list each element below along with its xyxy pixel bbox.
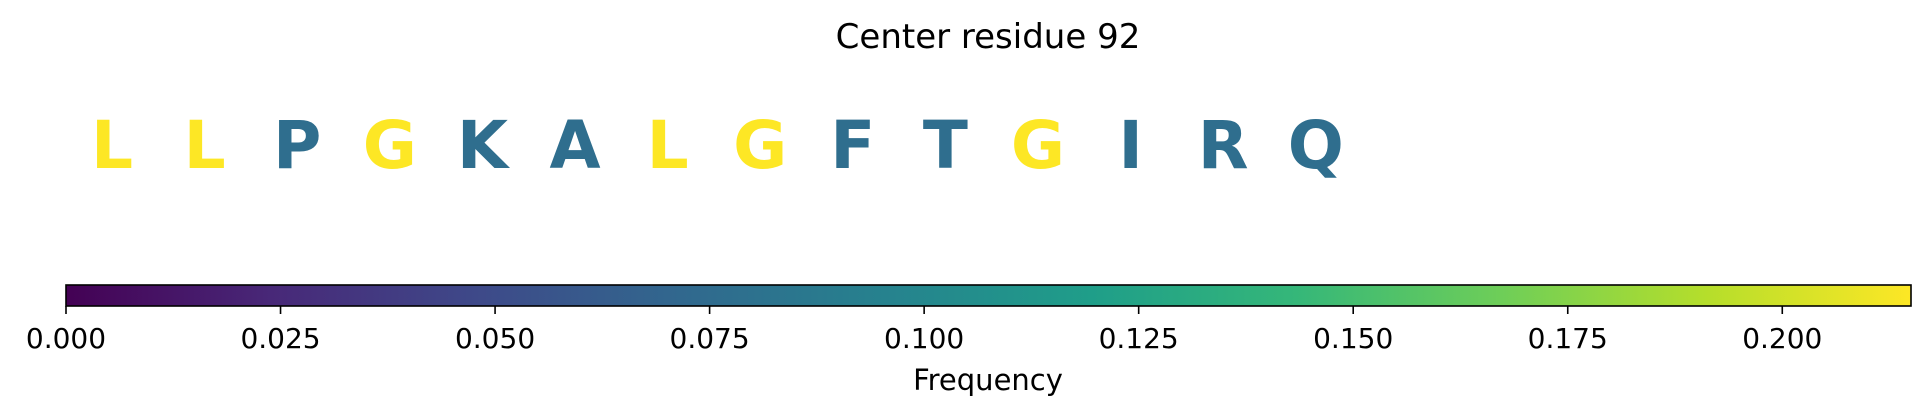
residue-letter: R	[1198, 107, 1249, 184]
residue-letter: A	[549, 107, 600, 184]
colorbar-frame	[65, 284, 1912, 307]
colorbar-ticks: 0.000 0.025 0.050 0.075 0.100 0.125 0.150 0.175…	[26, 306, 1822, 355]
colorbar-tick-label: 0.150	[1313, 322, 1393, 355]
colorbar-tick-label: 0.075	[670, 322, 750, 355]
residue-letter: G	[733, 107, 787, 184]
residue-letter: G	[363, 107, 417, 184]
residue-letter: L	[184, 107, 226, 184]
colorbar-tick-label: 0.025	[240, 322, 320, 355]
colorbar-tick-label: 0.125	[1099, 322, 1179, 355]
residue-letter: Q	[1288, 107, 1344, 184]
colorbar-tick-label: 0.100	[884, 322, 964, 355]
residue-letter: I	[1118, 107, 1143, 184]
chart-title: Center residue 92	[836, 17, 1141, 57]
residue-letter: K	[457, 107, 511, 184]
residue-letter: T	[923, 107, 968, 184]
colorbar-gradient	[66, 285, 1911, 306]
colorbar-tick-label: 0.050	[455, 322, 535, 355]
colorbar-label: Frequency	[913, 363, 1063, 397]
colorbar-tick-label: 0.200	[1742, 322, 1822, 355]
colorbar: 0.000 0.025 0.050 0.075 0.100 0.125 0.150 0.175…	[26, 284, 1912, 397]
residue-letter: G	[1011, 107, 1065, 184]
residue-letter: P	[273, 107, 321, 184]
colorbar-tick-label: 0.000	[26, 322, 106, 355]
residue-letter: F	[830, 107, 875, 184]
residue-letter: L	[647, 107, 689, 184]
residue-letter: L	[91, 107, 133, 184]
colorbar-tick-label: 0.175	[1528, 322, 1608, 355]
